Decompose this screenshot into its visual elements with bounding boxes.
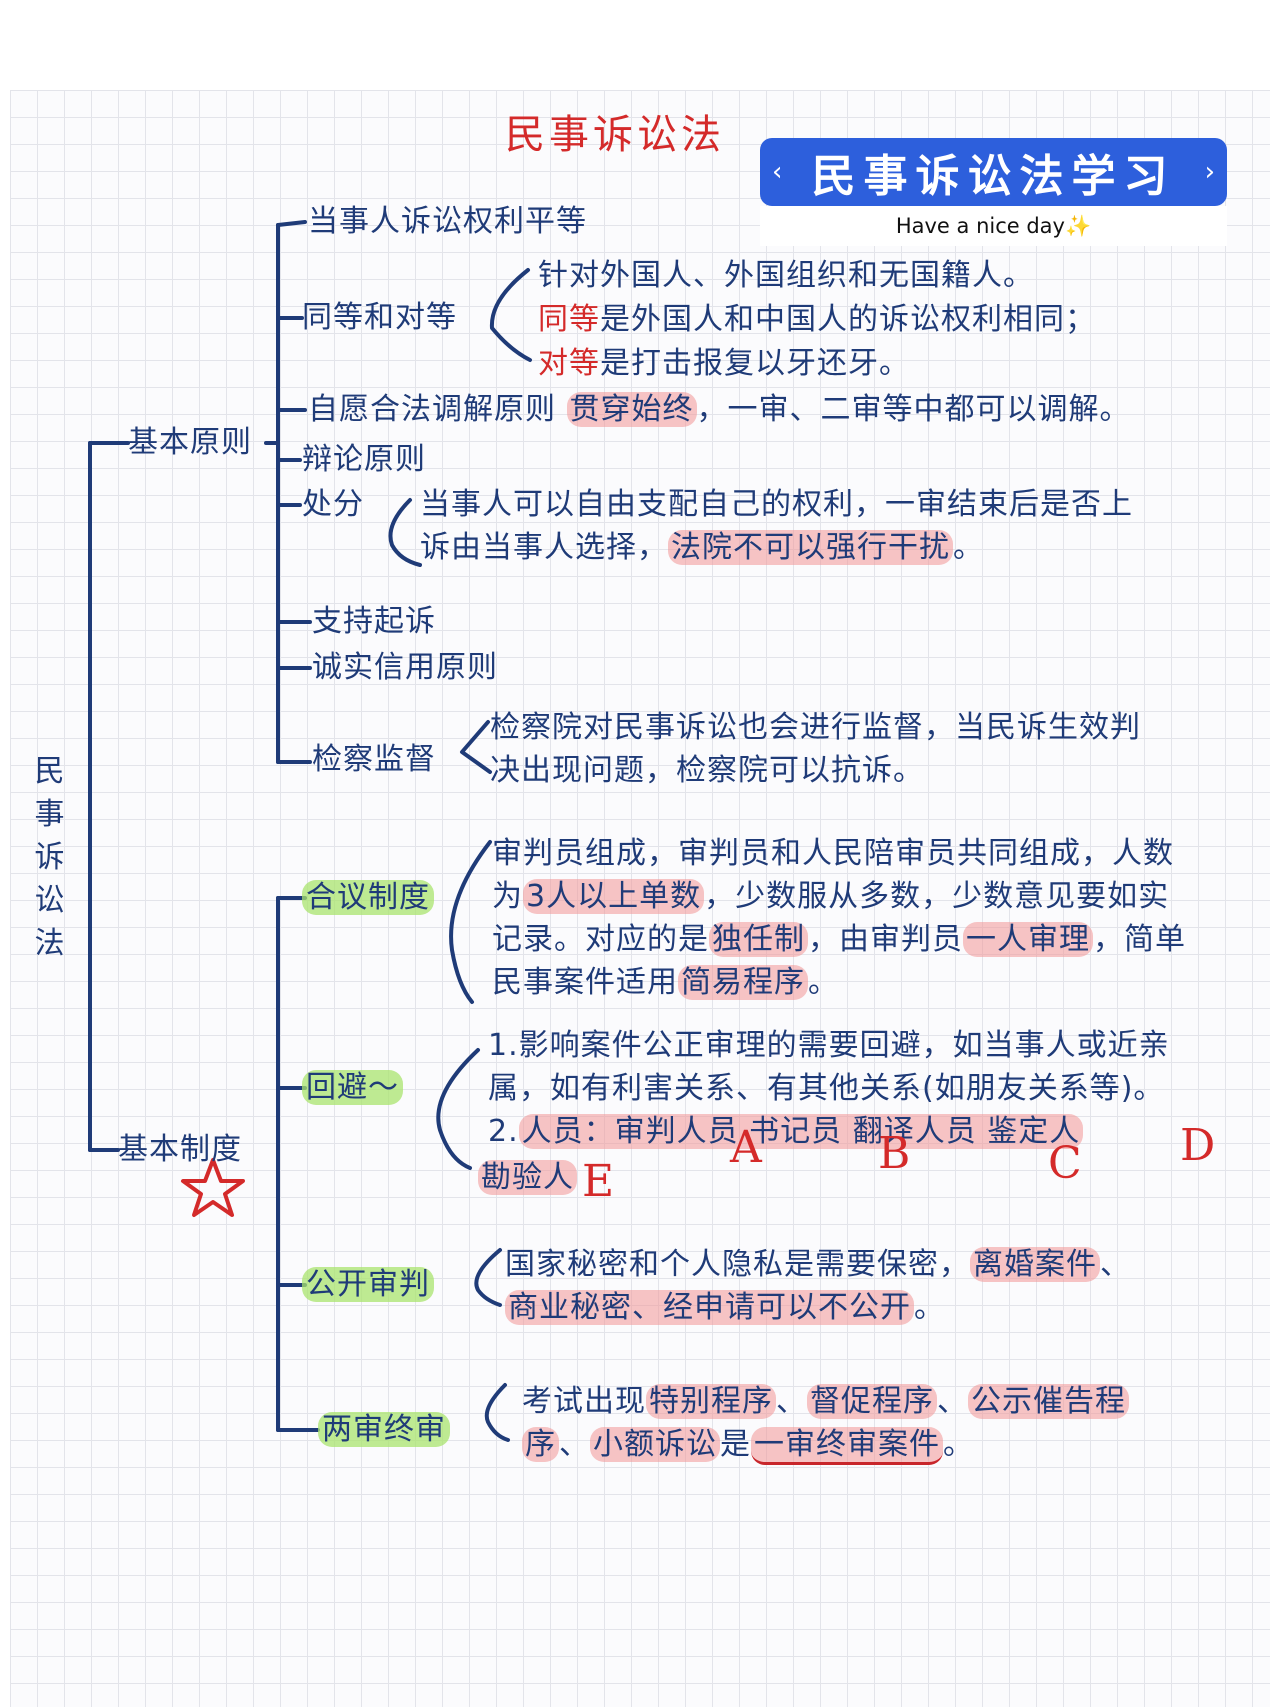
branch-systems: 基本制度 <box>118 1132 242 1167</box>
principle-equal-rights: 当事人诉讼权利平等 <box>308 204 587 239</box>
sparkle-icon: ✨ <box>1064 214 1092 238</box>
reciprocity-line-2: 同等是外国人和中国人的诉讼权利相同； <box>538 302 1096 337</box>
collegiate-line-4: 民事案件适用简易程序。 <box>492 965 839 1000</box>
root-node: 民事诉讼法 <box>34 754 66 961</box>
principle-mediation: 自愿合法调解原则 贯穿始终，一审、二审等中都可以调解。 <box>308 392 1131 427</box>
recusal-line-4: 勘验人 <box>478 1158 577 1198</box>
banner-subtitle: Have a nice day✨ <box>895 214 1092 238</box>
procuratorate-line-1: 检察院对民事诉讼也会进行监督，当民诉生效判 <box>490 710 1141 745</box>
reciprocity-line-3: 对等是打击报复以牙还牙。 <box>538 346 910 381</box>
principle-debate: 辩论原则 <box>302 442 426 477</box>
two-tier-line-1: 考试出现特别程序、督促程序、公示催告程 <box>522 1382 1129 1422</box>
reciprocity-line-1: 针对外国人、外国组织和无国籍人。 <box>538 258 1034 293</box>
two-tier-line-2: 序、小额诉讼是一审终审案件。 <box>522 1425 974 1465</box>
branch-principles: 基本原则 <box>128 425 252 460</box>
system-public-trial: 公开审判 <box>302 1265 434 1305</box>
principle-disposition: 处分 <box>302 487 364 522</box>
banner: ‹ 民事诉讼法学习 › <box>760 138 1227 206</box>
principle-support: 支持起诉 <box>312 604 436 639</box>
principle-procuratorate: 检察监督 <box>312 742 436 777</box>
recusal-mark-e: E <box>582 1156 615 1207</box>
recusal-mark-d: D <box>1180 1120 1216 1171</box>
principle-reciprocity: 同等和对等 <box>302 300 457 335</box>
system-collegiate: 合议制度 <box>302 878 434 918</box>
recusal-line-2: 属，如有利害关系、有其他关系(如朋友关系等)。 <box>488 1071 1165 1106</box>
disposition-line-2: 诉由当事人选择，法院不可以强行干扰。 <box>420 530 984 565</box>
page-title: 民事诉讼法 <box>505 112 725 158</box>
system-two-tier: 两审终审 <box>318 1410 450 1450</box>
recusal-line-1: 1.影响案件公正审理的需要回避，如当事人或近亲 <box>488 1028 1170 1063</box>
recusal-mark-b: B <box>878 1128 911 1179</box>
chevron-right-icon[interactable]: › <box>1204 157 1215 187</box>
recusal-mark-a: A <box>730 1122 762 1173</box>
system-recusal: 回避～ <box>302 1068 403 1108</box>
public-trial-line-1: 国家秘密和个人隐私是需要保密，离婚案件、 <box>505 1247 1131 1282</box>
chevron-left-icon[interactable]: ‹ <box>772 157 783 187</box>
principle-good-faith: 诚实信用原则 <box>312 650 498 685</box>
collegiate-line-3: 记录。对应的是独任制，由审判员一人审理，简单 <box>492 922 1186 957</box>
recusal-line-3: 2.人员：审判人员 书记员 翻译人员 鉴定人 <box>488 1112 1084 1152</box>
banner-title: 民事诉讼法学习 <box>811 151 1176 202</box>
recusal-mark-c: C <box>1048 1138 1082 1189</box>
disposition-line-1: 当事人可以自由支配自己的权利，一审结束后是否上 <box>420 487 1133 522</box>
collegiate-line-1: 审判员组成，审判员和人民陪审员共同组成，人数 <box>492 836 1174 871</box>
banner-subtitle-bar: Have a nice day✨ <box>760 206 1227 246</box>
procuratorate-line-2: 决出现问题，检察院可以抗诉。 <box>490 753 924 788</box>
public-trial-line-2: 商业秘密、经申请可以不公开。 <box>505 1288 945 1328</box>
